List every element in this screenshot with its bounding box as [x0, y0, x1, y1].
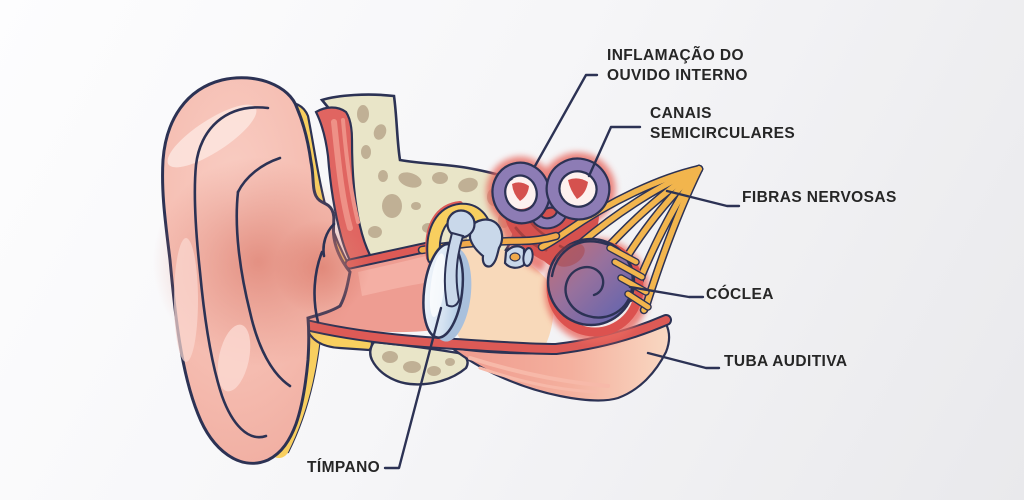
incus-bone — [468, 218, 504, 268]
label-line: TUBA AUDITIVA — [724, 353, 848, 370]
outer-ear — [153, 76, 370, 465]
leader-inflammation — [533, 73, 599, 168]
label-auditory-tube: TUBA AUDITIVA — [724, 352, 847, 372]
semicircular-canals — [491, 157, 611, 230]
label-nerve-fibers: FIBRAS NERVOSAS — [742, 188, 897, 208]
leader-canals — [587, 125, 642, 178]
label-line: CANAIS — [650, 105, 712, 122]
leader-tube — [646, 351, 721, 370]
middle-ear-cavity — [447, 245, 554, 351]
label-semicircular-canals: CANAIS SEMICIRCULARES — [650, 104, 795, 144]
pinna-fold-lines — [193, 106, 336, 439]
leader-fibers — [665, 189, 741, 208]
label-line: FIBRAS NERVOSAS — [742, 189, 897, 206]
leader-eardrum — [383, 306, 443, 470]
ossicles — [443, 209, 534, 308]
stapes-bone — [503, 245, 534, 269]
temporal-bone-lower — [369, 340, 469, 386]
malleus-handle — [443, 231, 465, 308]
label-leader-lines — [383, 73, 741, 470]
label-line: OUVIDO INTERNO — [607, 67, 748, 84]
label-line: SEMICIRCULARES — [650, 125, 796, 142]
label-cochlea: CÓCLEA — [706, 285, 774, 305]
leader-cochlea — [628, 285, 705, 299]
label-eardrum: TÍMPANO — [307, 458, 380, 478]
label-line: CÓCLEA — [706, 286, 774, 303]
label-line: INFLAMAÇÃO DO — [607, 47, 744, 64]
label-line: TÍMPANO — [307, 459, 381, 476]
label-inner-ear-inflammation: INFLAMAÇÃO DO OUVIDO INTERNO — [607, 46, 748, 86]
